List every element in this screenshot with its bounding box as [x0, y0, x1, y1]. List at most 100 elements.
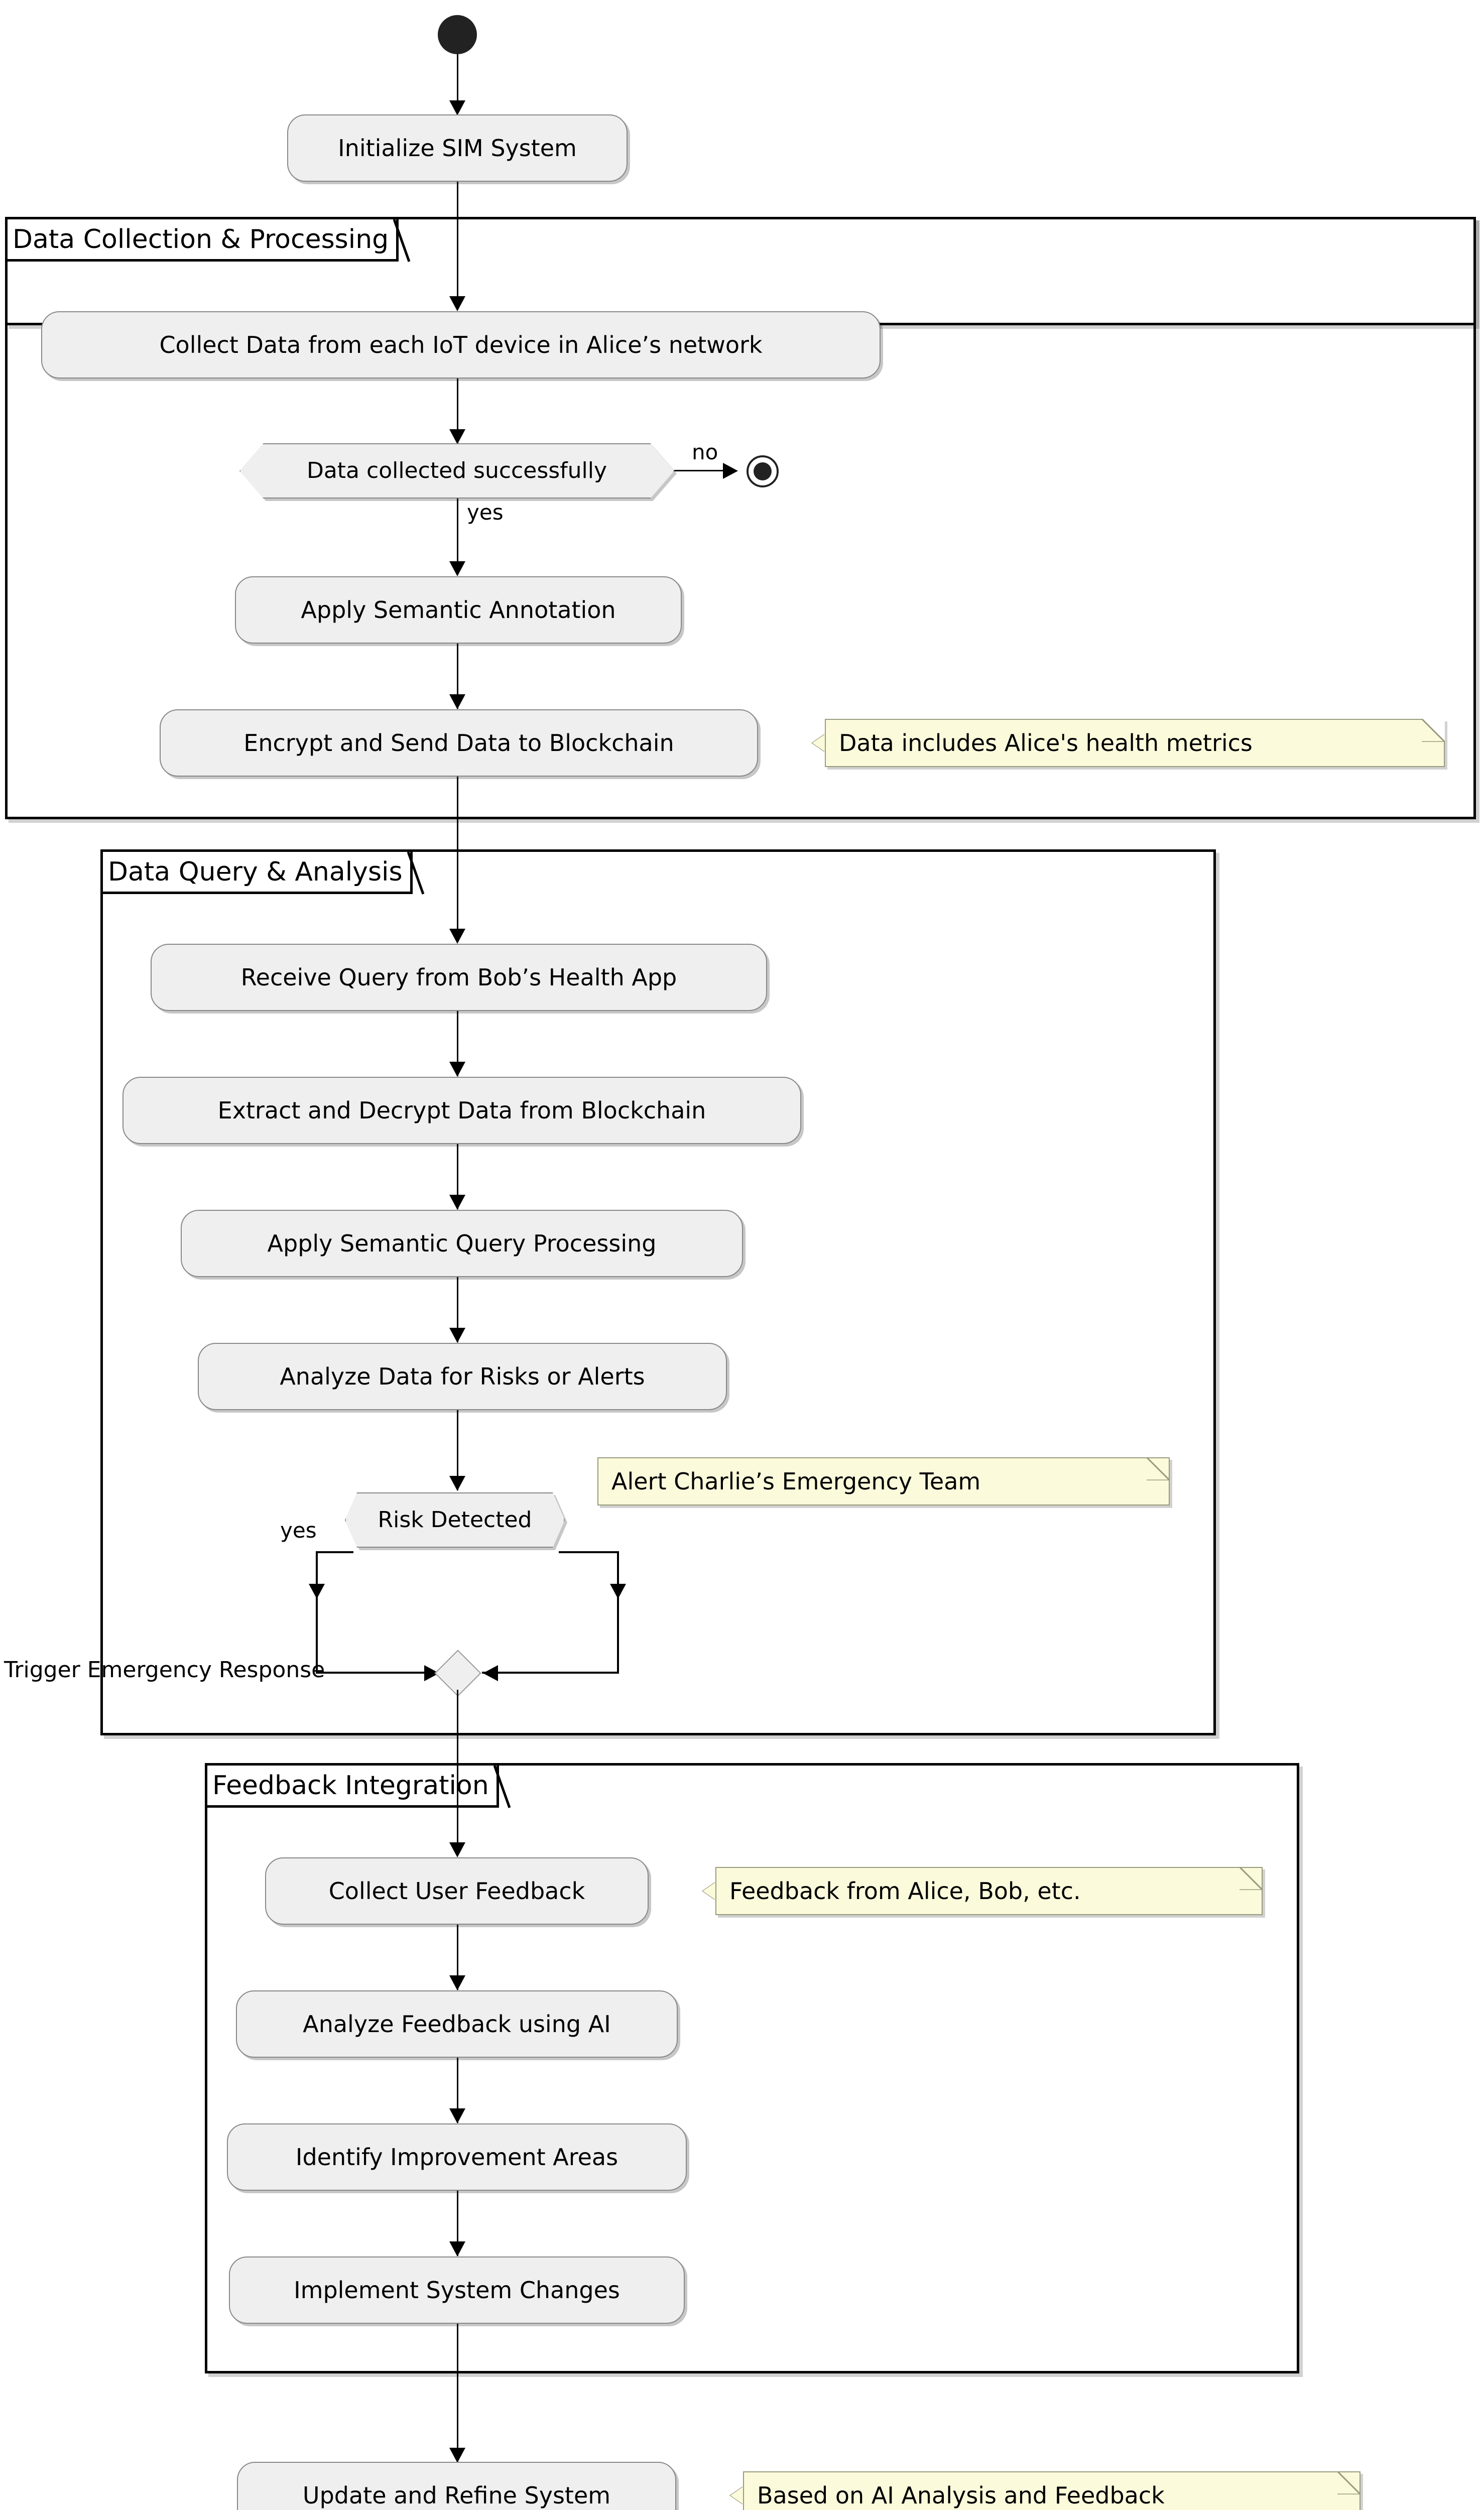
arrow-analyze-to-risk-decision [449, 1476, 465, 1491]
decision-label: Risk Detected [378, 1507, 532, 1533]
connector-risk-left-down [316, 1551, 318, 1673]
activity-receive-query[interactable]: Receive Query from Bob’s Health App [151, 944, 767, 1011]
arrow-merge-to-collect-feedback [449, 1842, 465, 1857]
arrow-annotation-to-encrypt [449, 694, 465, 709]
note-anchor-feedback-sources [703, 1882, 716, 1900]
start-node [438, 15, 477, 54]
activity-update-refine-system-box[interactable]: Update and Refine System [237, 2462, 676, 2510]
connector-initialize-to-collect [457, 182, 458, 310]
arrow-feedback-to-analyze [449, 1975, 465, 1990]
activity-label: Receive Query from Bob’s Health App [240, 964, 677, 991]
partition-corner-icon [407, 851, 424, 895]
activity-analyze-risks-alerts[interactable]: Analyze Data for Risks or Alerts [198, 1343, 727, 1410]
arrow-collect-to-decision [449, 429, 465, 444]
activity-apply-semantic-annotation[interactable]: Apply Semantic Annotation [235, 576, 682, 644]
note-alert-emergency-team: Alert Charlie’s Emergency Team [597, 1457, 1170, 1505]
note-text: Based on AI Analysis and Feedback [757, 2482, 1165, 2509]
activity-label: Update and Refine System [302, 2482, 611, 2509]
activity-encrypt-send-blockchain[interactable]: Encrypt and Send Data to Blockchain [160, 709, 758, 777]
partition-title-feedback: Feedback Integration [207, 1765, 511, 1808]
activity-label: Apply Semantic Annotation [301, 596, 616, 623]
note-anchor-health-metrics [812, 734, 825, 752]
arrow-semantic-query-to-analyze [449, 1328, 465, 1343]
note-ai-basis: Based on AI Analysis and Feedback [743, 2471, 1361, 2510]
note-fold-icon [1240, 1867, 1263, 1890]
connector-collect-to-decision [457, 379, 458, 444]
arrow-identify-to-implement [449, 2241, 465, 2256]
partition-title-data-query: Data Query & Analysis [103, 851, 424, 895]
note-fold-icon [1337, 2471, 1361, 2494]
decision-risk-detected[interactable]: Risk Detected [345, 1492, 565, 1548]
note-feedback-sources: Feedback from Alice, Bob, etc. [715, 1867, 1263, 1915]
activity-collect-iot-data[interactable]: Collect Data from each IoT device in Ali… [41, 311, 881, 379]
arrow-risk-left-mid [309, 1584, 325, 1599]
partition-corner-icon [393, 219, 411, 262]
activity-label: Encrypt and Send Data to Blockchain [243, 729, 674, 757]
arrow-risk-right-into-merge [483, 1665, 498, 1681]
partition-data-collection-frame: Data Collection & Processing [5, 217, 1476, 819]
partition-title-text: Feedback Integration [212, 1770, 489, 1801]
activity-label: Apply Semantic Query Processing [267, 1230, 657, 1257]
connector-encrypt-to-receive-query [457, 777, 458, 942]
end-node-inner [754, 462, 772, 480]
connector-analyze-to-identify [457, 2058, 458, 2123]
arrow-risk-right-mid [610, 1584, 626, 1599]
note-fold-icon [1422, 719, 1445, 742]
connector-semantic-query-to-analyze [457, 1277, 458, 1342]
connector-implement-to-update [457, 2324, 458, 2462]
note-health-metrics: Data includes Alice's health metrics [825, 719, 1445, 767]
partition-title-text: Data Query & Analysis [108, 856, 403, 887]
activity-initialize-sim-system[interactable]: Initialize SIM System [287, 114, 628, 182]
edge-label-no: no [692, 440, 718, 464]
partition-corner-icon [493, 1765, 511, 1808]
connector-risk-left-bottom [316, 1672, 441, 1674]
arrow-start-to-initialize [449, 100, 465, 115]
connector-analyze-to-risk-decision [457, 1410, 458, 1490]
note-text: Feedback from Alice, Bob, etc. [729, 1877, 1081, 1905]
connector-receive-to-extract [457, 1011, 458, 1076]
note-fold-icon [1147, 1457, 1170, 1480]
decision-label: Data collected successfully [306, 458, 607, 483]
activity-apply-semantic-query[interactable]: Apply Semantic Query Processing [181, 1210, 743, 1277]
connector-decision-yes [457, 498, 458, 575]
arrow-decision-yes [449, 561, 465, 576]
activity-label: Identify Improvement Areas [295, 2144, 619, 2171]
activity-label: Collect User Feedback [328, 1877, 585, 1905]
activity-label: Collect Data from each IoT device in Ali… [159, 331, 763, 358]
activity-label: Initialize SIM System [338, 135, 577, 162]
activity-label: Analyze Data for Risks or Alerts [280, 1363, 645, 1390]
partition-title-text: Data Collection & Processing [13, 224, 389, 255]
note-anchor-ai-basis [730, 2486, 744, 2504]
activity-identify-improvement-areas[interactable]: Identify Improvement Areas [227, 2123, 687, 2191]
connector-merge-to-collect-feedback [457, 1690, 458, 1855]
connector-risk-right-down [617, 1551, 619, 1673]
note-text: Data includes Alice's health metrics [839, 729, 1253, 757]
activity-implement-system-changes[interactable]: Implement System Changes [229, 2256, 685, 2324]
edge-label-trigger-emergency-response: Trigger Emergency Response [4, 1657, 325, 1683]
activity-label: Analyze Feedback using AI [303, 2011, 611, 2038]
decision-data-collected-successfully[interactable]: Data collected successfully [239, 443, 674, 498]
arrow-initialize-to-collect [449, 296, 465, 311]
activity-extract-decrypt[interactable]: Extract and Decrypt Data from Blockchain [122, 1077, 801, 1144]
activity-collect-user-feedback[interactable]: Collect User Feedback [265, 1857, 649, 1925]
arrow-encrypt-to-receive-query [449, 929, 465, 944]
connector-start-to-initialize [457, 54, 458, 113]
arrow-receive-to-extract [449, 1062, 465, 1077]
connector-identify-to-implement [457, 2191, 458, 2256]
arrow-analyze-to-identify [449, 2108, 465, 2123]
end-node-failure [747, 455, 779, 487]
partition-feedback-frame: Feedback Integration [205, 1763, 1299, 2373]
arrow-extract-to-semantic-query [449, 1195, 465, 1210]
connector-extract-to-semantic-query [457, 1144, 458, 1209]
connector-risk-left-top [316, 1551, 353, 1553]
edge-label-yes: yes [467, 500, 504, 525]
note-text: Alert Charlie’s Emergency Team [611, 1468, 981, 1495]
connector-feedback-to-analyze [457, 1925, 458, 1990]
partition-title-data-collection: Data Collection & Processing [8, 219, 411, 262]
connector-risk-right-top [559, 1551, 619, 1553]
activity-label: Extract and Decrypt Data from Blockchain [217, 1097, 706, 1124]
connector-decision-no-to-end [674, 470, 729, 471]
activity-label: Implement System Changes [294, 2277, 620, 2304]
activity-analyze-feedback-ai[interactable]: Analyze Feedback using AI [236, 1990, 678, 2058]
